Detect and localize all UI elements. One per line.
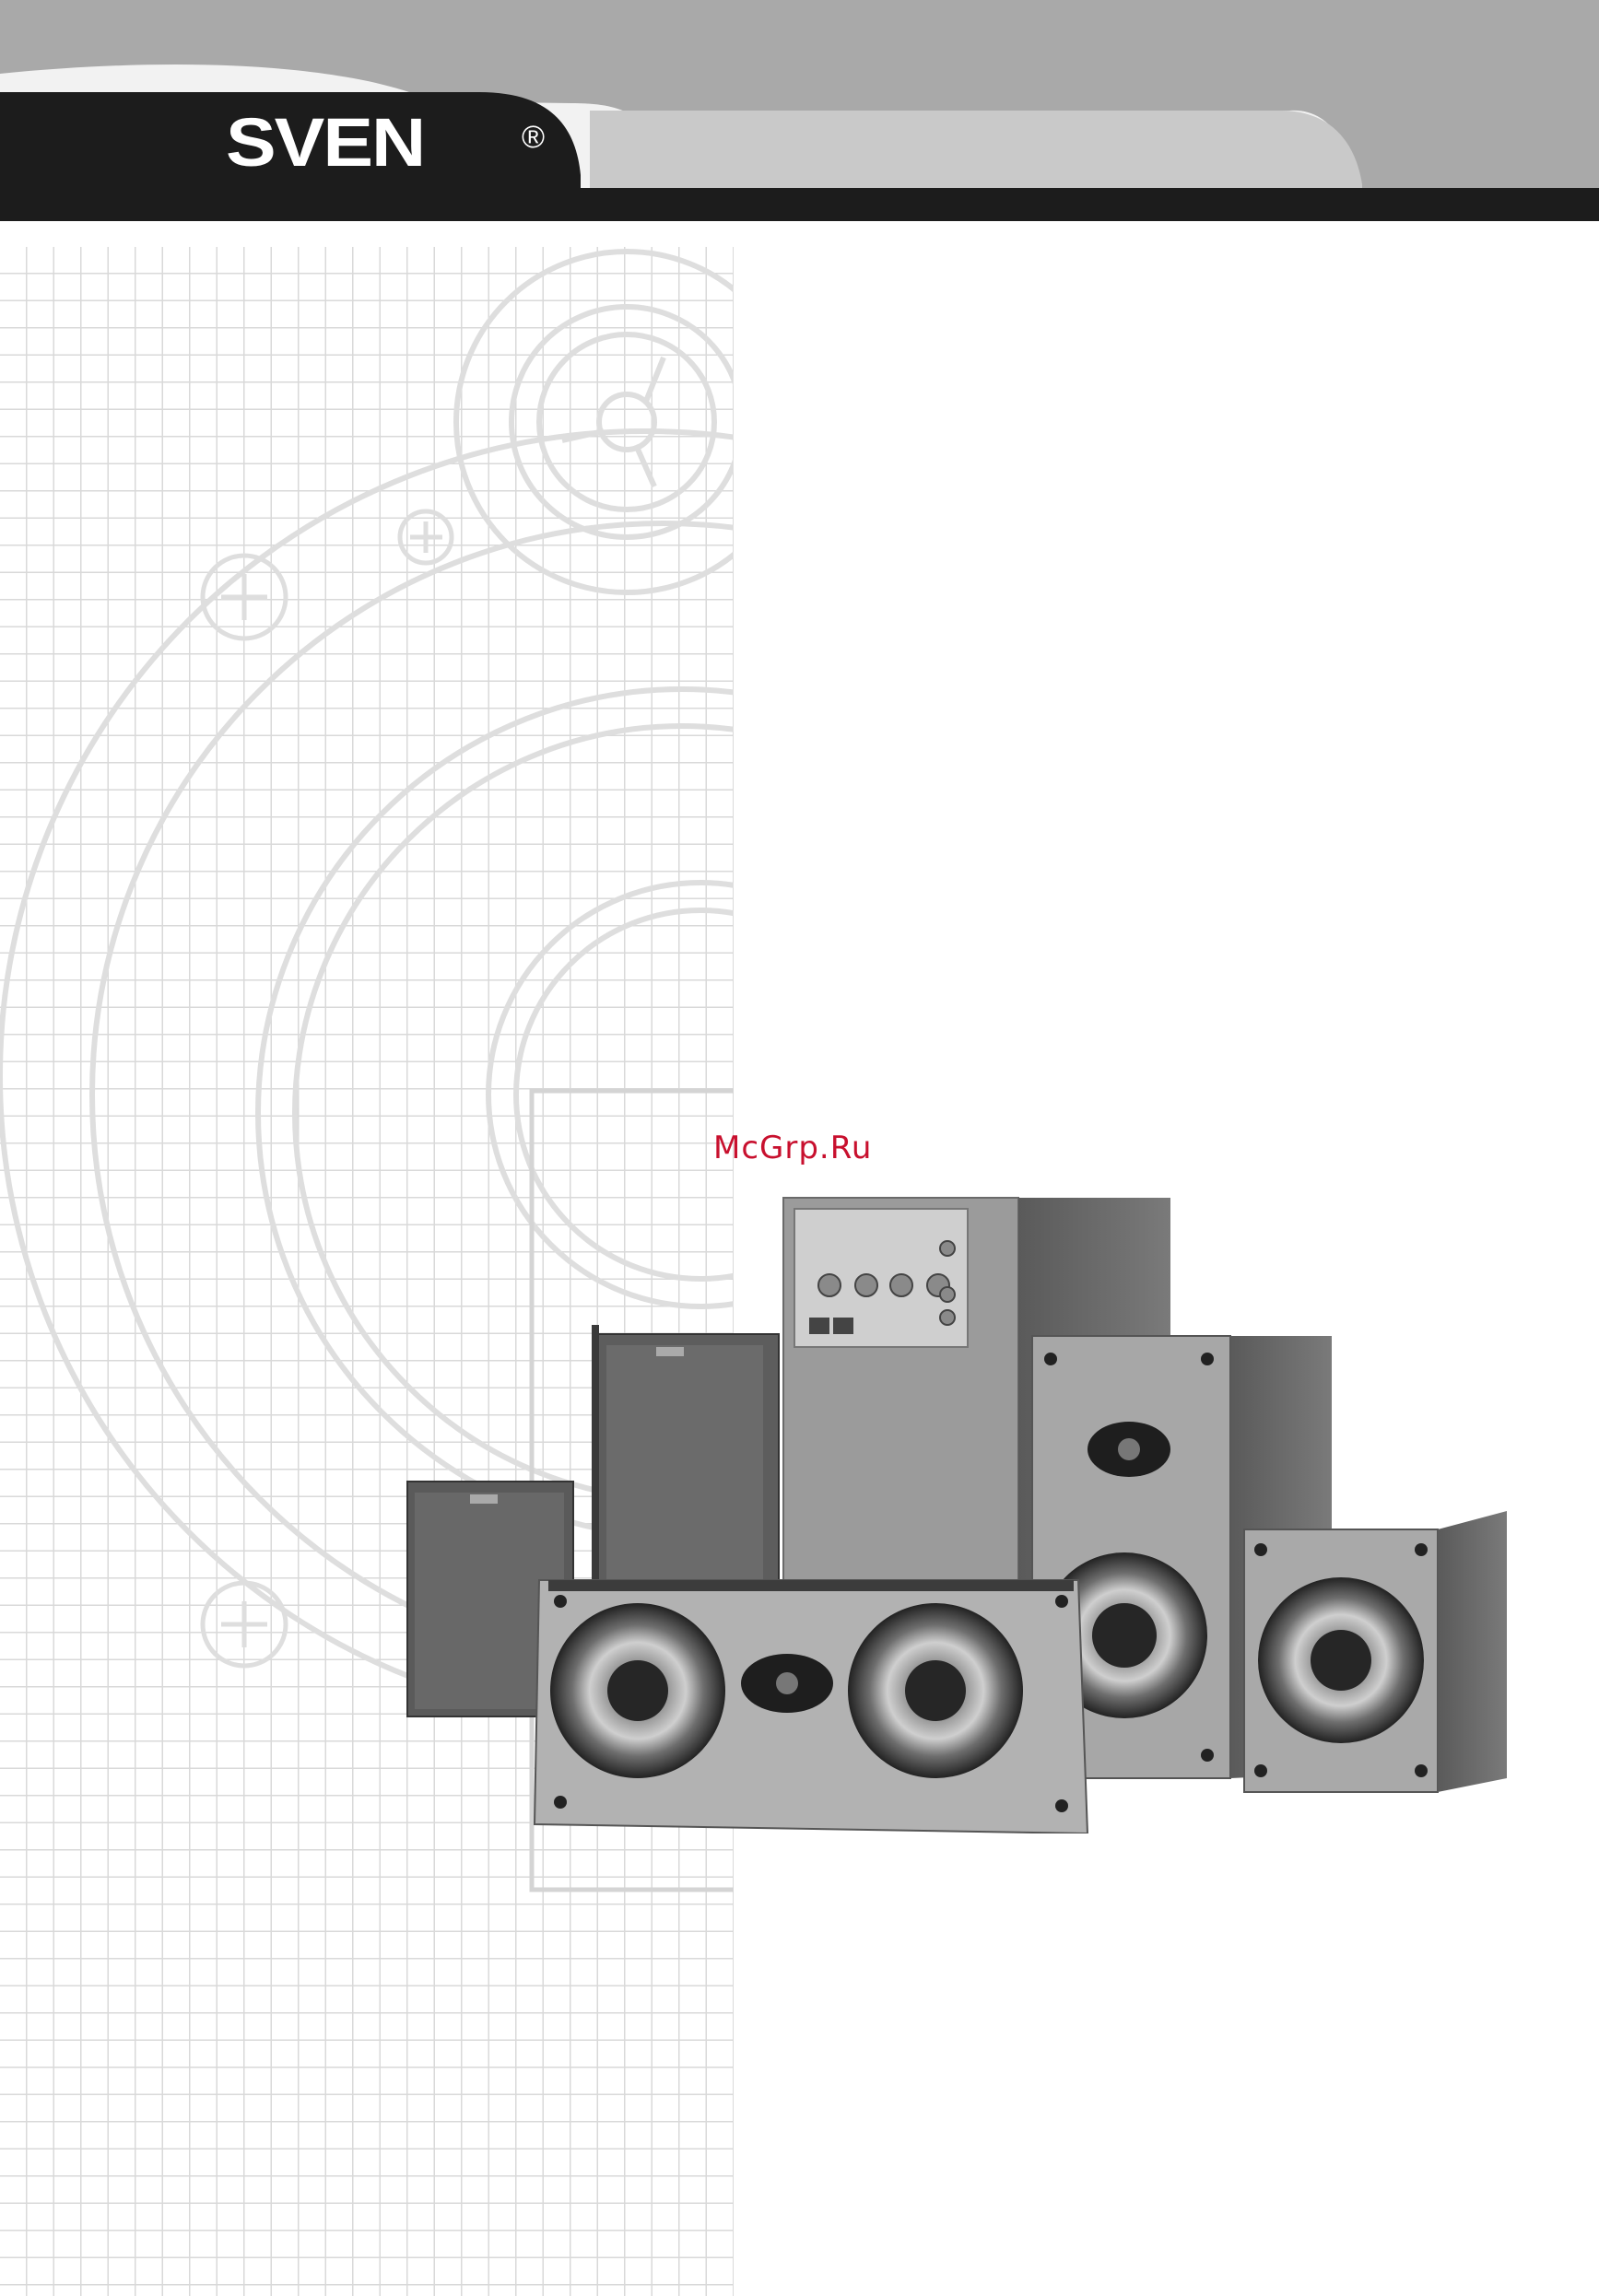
center-speaker — [535, 1580, 1088, 1833]
registered-mark: ® — [522, 120, 545, 155]
brand-logo-text: SVEN — [226, 104, 424, 181]
front-left-speaker — [592, 1325, 779, 1592]
rear-right-speaker — [1244, 1511, 1507, 1792]
header-band: SVEN ® — [0, 0, 1599, 221]
speaker-system-photo — [396, 1189, 1525, 1833]
watermark-text: McGrp.Ru — [713, 1130, 872, 1166]
